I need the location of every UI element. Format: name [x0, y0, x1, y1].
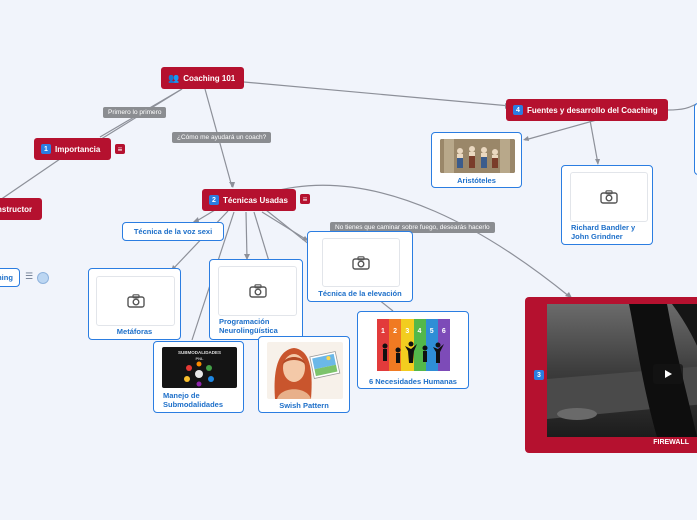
link-root-fuentes [243, 81, 511, 107]
subtopic-label-line1: Richard Bandler y [571, 223, 636, 232]
submodalidades-diagram [184, 361, 214, 387]
subtopic-label: hing [0, 273, 13, 282]
link-fuentes-aristoteles [524, 118, 601, 141]
topic-tecnicas[interactable]: 2 Técnicas Usadas [202, 189, 296, 211]
subtopic-label: 6 Necesidades Humanas [369, 377, 457, 386]
link-tecnicas-video [267, 184, 571, 298]
subtopic-metaforas[interactable]: Metáforas [88, 268, 181, 340]
link-tecnicas-elevacion [261, 211, 308, 241]
subtopic-elevacion[interactable]: Técnica de la elevación [307, 231, 413, 302]
topic-label: Técnicas Usadas [223, 195, 288, 205]
topic-label: Importancia [55, 144, 101, 154]
subtopic-label: Swish Pattern [279, 401, 329, 410]
camera-icon [600, 190, 618, 204]
image-placeholder [322, 238, 400, 287]
number-badge: 2 [209, 195, 219, 205]
link-tecnicas-pnl [245, 211, 248, 260]
people-icon: 👥 [168, 72, 180, 83]
subtopic-label-line2: Neurolingüística [219, 326, 278, 335]
subtopic-label-line1: Manejo de [163, 391, 200, 400]
note-icon[interactable]: ≡ [300, 194, 310, 204]
subtopic-coaching-partial[interactable]: hing [0, 268, 20, 287]
topic-fuentes[interactable]: 4 Fuentes y desarrollo del Coaching [506, 99, 668, 121]
color-bars: 1 2 3 4 5 6 [377, 319, 451, 371]
list-icon[interactable]: ☰ [25, 271, 34, 281]
subtopic-offscreen[interactable] [694, 103, 697, 175]
subtopic-label-line2: Submodalidades [163, 400, 224, 409]
image-placeholder [96, 276, 175, 326]
aristoteles-image [440, 139, 515, 173]
link-label-fuego: No tienes que caminar sobre fuego, desea… [330, 222, 495, 233]
subtopic-necesidades[interactable]: 1 2 3 4 5 6 6 Necesidades Humanas [357, 311, 469, 389]
topic-video[interactable]: 3 FIREWALL [525, 297, 697, 453]
subtopic-label: Técnica de la voz sexi [133, 227, 213, 236]
image-subtitle: PNL [195, 356, 204, 361]
root-label: Coaching 101 [183, 73, 236, 83]
root-topic[interactable]: 👥 Coaching 101 [161, 67, 244, 89]
link-fuentes-bandler [589, 119, 599, 165]
play-icon [665, 370, 672, 378]
play-button[interactable] [653, 364, 683, 384]
subtopic-submodalidades[interactable]: SUBMODALIDADES PNL Manejo de Submodalida… [153, 341, 244, 413]
subtopic-label-line2: John Grindner [571, 232, 623, 241]
number-badge: 4 [513, 105, 523, 115]
camera-icon [248, 284, 267, 298]
subtopic-pnl[interactable]: Programación Neurolingüística [209, 259, 303, 340]
subtopic-label-line1: Programación [219, 317, 270, 326]
subtopic-label: Metáforas [116, 327, 153, 336]
topic-label: Fuentes y desarrollo del Coaching [527, 105, 658, 115]
subtopic-voz-sexi[interactable]: Técnica de la voz sexi [122, 222, 224, 241]
people-silhouettes [382, 341, 444, 363]
subtopic-label: Aristóteles [457, 176, 496, 185]
link-label-primero: Primero lo primero [103, 107, 167, 118]
topic-instructor[interactable]: nstructor [0, 198, 42, 220]
video-caption: FIREWALL [653, 439, 689, 446]
attachment-icon[interactable] [37, 272, 49, 284]
link-fuentes-offscreen [667, 103, 697, 111]
note-icon[interactable]: ≡ [115, 144, 125, 154]
camera-icon [352, 255, 370, 270]
image-title: SUBMODALIDADES [177, 350, 221, 355]
swish-illustration [274, 348, 341, 399]
number-badge: 3 [534, 370, 544, 380]
video-player[interactable] [547, 304, 697, 437]
number-badge: 1 [41, 144, 51, 154]
necesidades-image: 1 2 3 4 5 6 [375, 318, 452, 372]
topic-label: nstructor [0, 204, 33, 214]
submodalidades-image: SUBMODALIDADES PNL [162, 347, 237, 388]
swish-image [267, 342, 343, 399]
subtopic-label: Técnica de la elevación [318, 289, 402, 298]
school-of-athens-painting [440, 139, 515, 173]
topic-importancia[interactable]: 1 Importancia [34, 138, 111, 160]
link-importancia-instructor [0, 158, 61, 201]
image-placeholder [570, 172, 648, 222]
subtopic-bandler[interactable]: Richard Bandler y John Grindner [561, 165, 653, 245]
subtopic-swish[interactable]: Swish Pattern [258, 336, 350, 413]
camera-icon [126, 294, 145, 308]
subtopic-aristoteles[interactable]: Aristóteles [431, 132, 522, 188]
link-label-como-ayuda: ¿Cómo me ayudará un coach? [172, 132, 272, 143]
image-placeholder [218, 266, 297, 316]
